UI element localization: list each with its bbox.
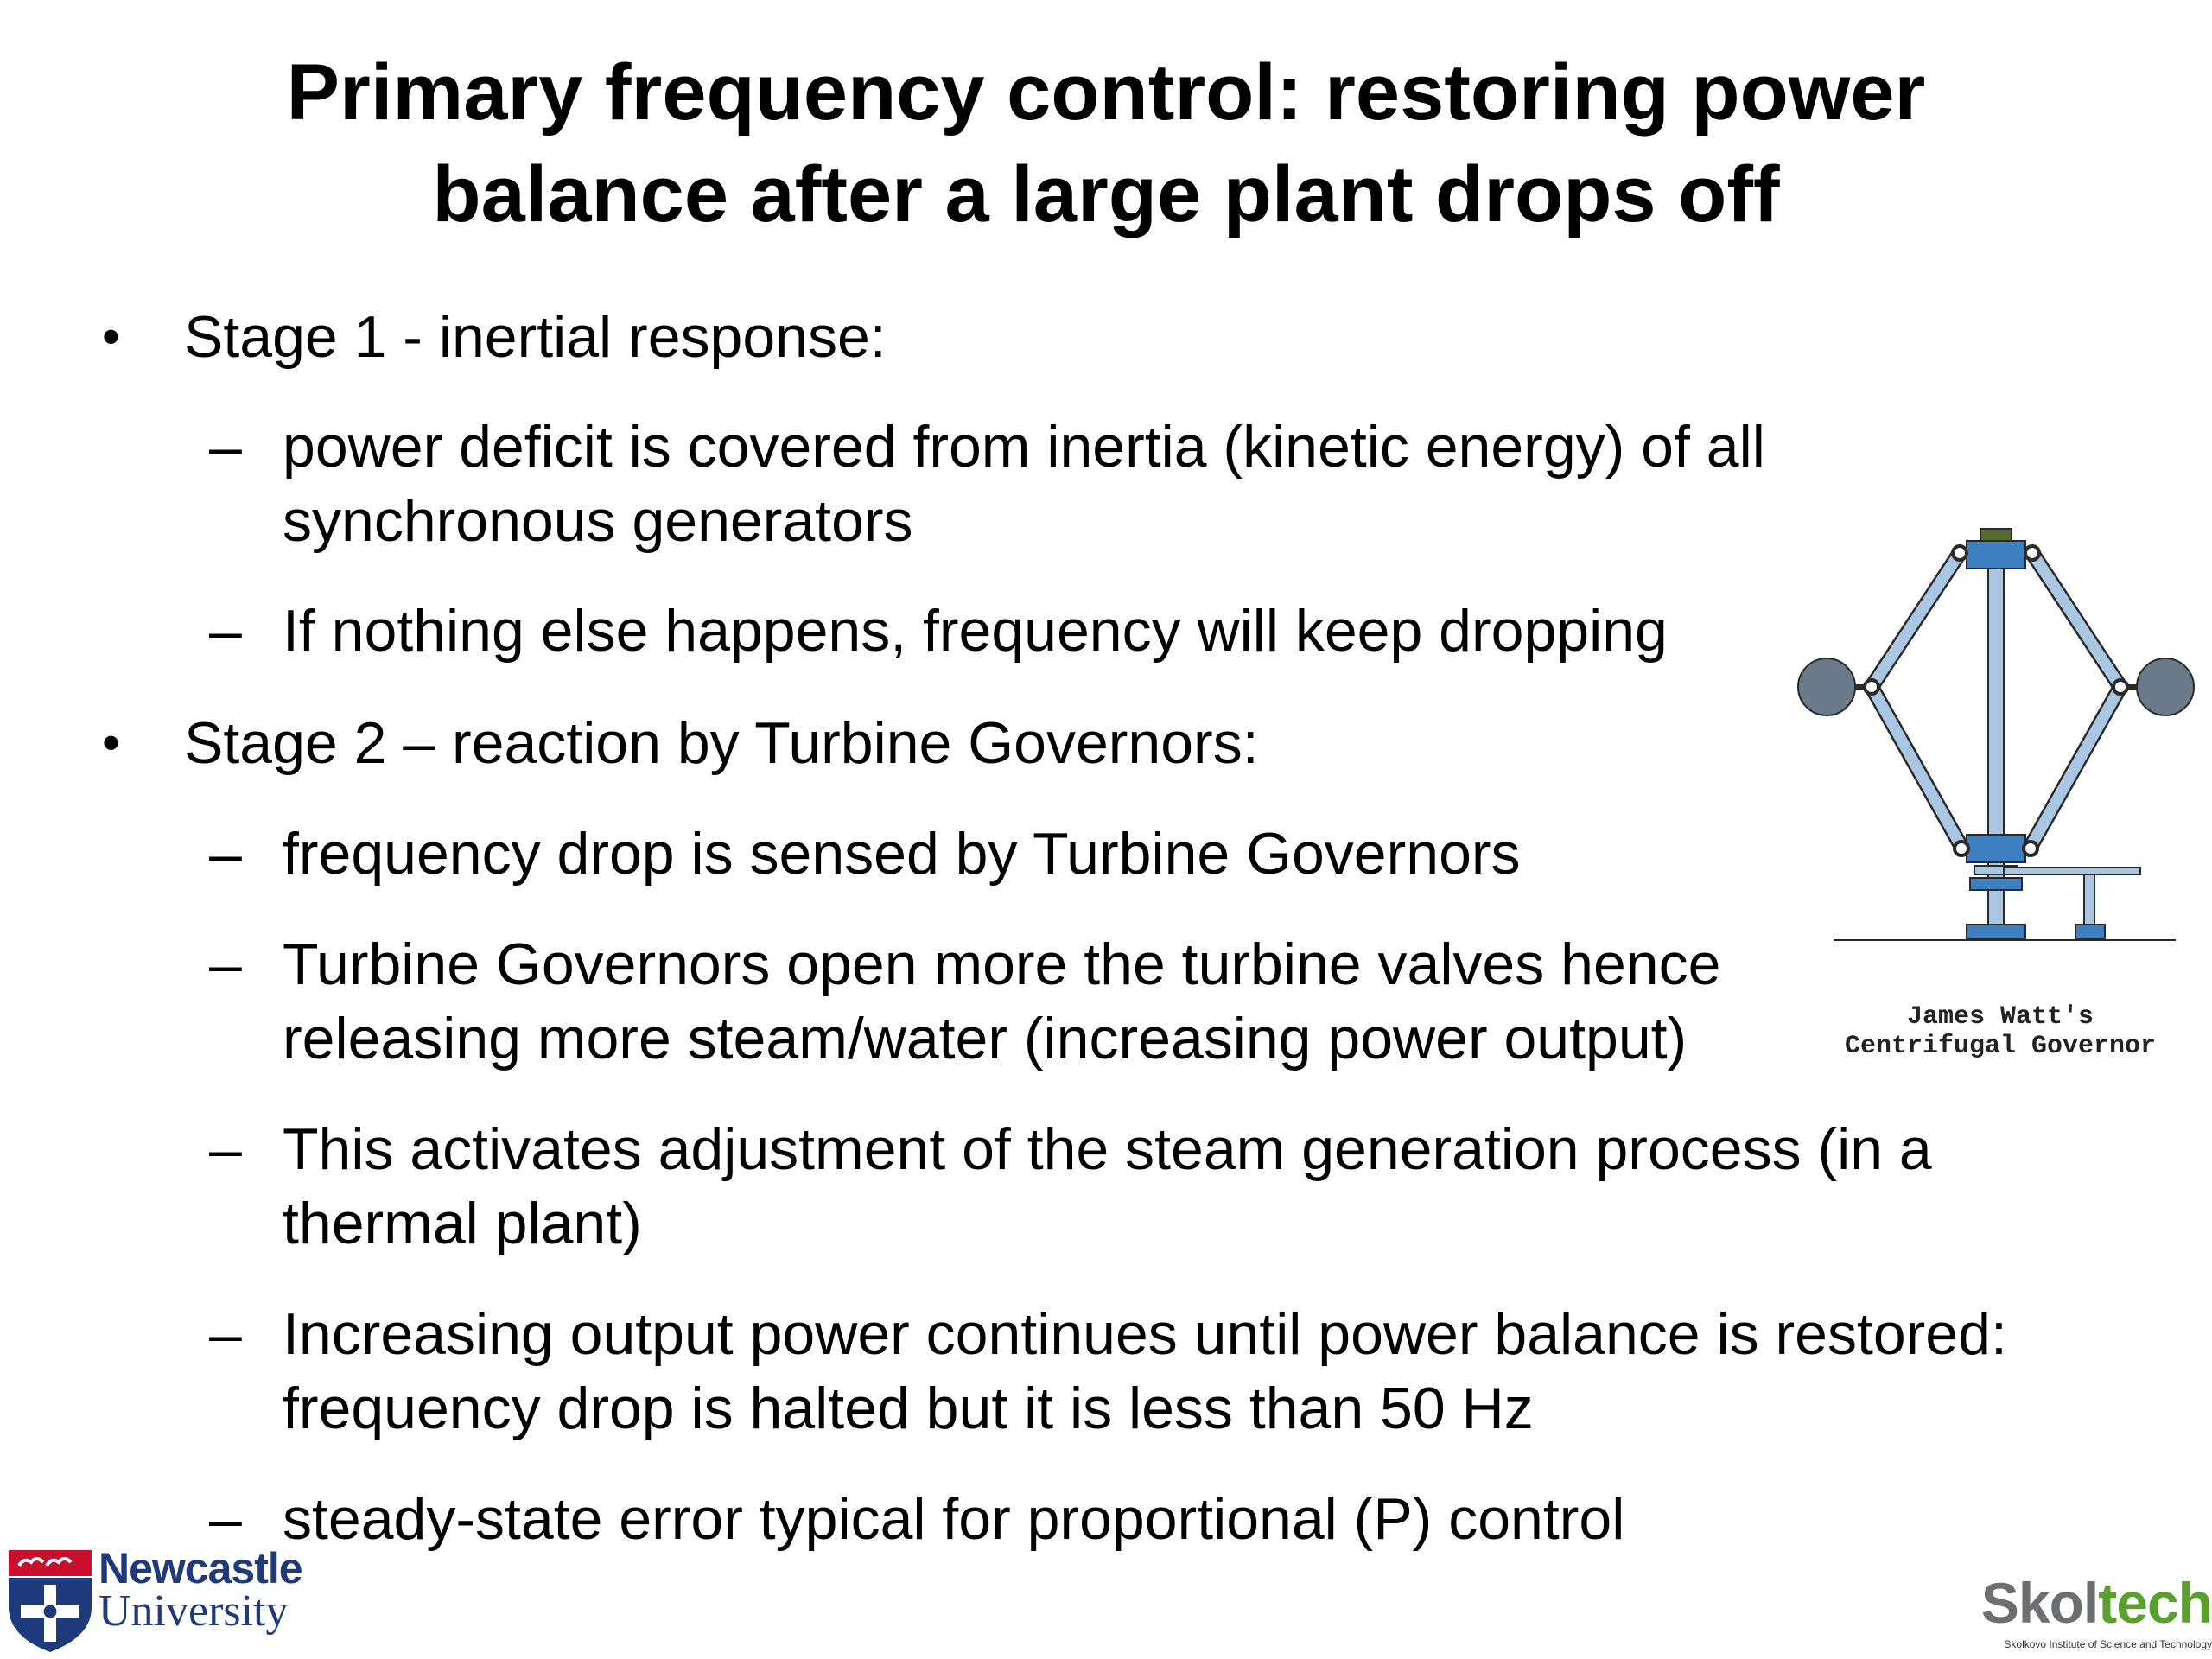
newcastle-wordmark: Newcastle University bbox=[99, 1544, 303, 1636]
sub-item-steady-state-error: – steady-state error typical for proport… bbox=[209, 1482, 1625, 1556]
illustration-caption: James Watt's Centrifugal Governor bbox=[1797, 1002, 2203, 1061]
dash-marker: – bbox=[209, 414, 242, 480]
dash-marker: – bbox=[209, 1116, 242, 1182]
dash-marker: – bbox=[209, 931, 242, 997]
bullet-marker: • bbox=[102, 714, 121, 772]
centrifugal-governor-illustration: James Watt's Centrifugal Governor bbox=[1797, 518, 2203, 1071]
sub-item-inertia: – power deficit is covered from inertia … bbox=[209, 410, 1765, 558]
caption-line-2: Centrifugal Governor bbox=[1844, 1032, 2157, 1061]
skoltech-wordmark: Skoltech bbox=[1944, 1573, 2212, 1633]
sub-item-text-line-1: frequency drop is sensed by Turbine Gove… bbox=[283, 821, 1521, 887]
sub-item-text-line-1: Increasing output power continues until … bbox=[283, 1301, 2007, 1367]
slide-title: Primary frequency control: restoring pow… bbox=[0, 41, 2212, 245]
skoltech-wordmark-part-1: Skol bbox=[1980, 1571, 2099, 1635]
sub-item-text-line-2: thermal plant) bbox=[283, 1191, 642, 1256]
newcastle-university-logo: Newcastle University bbox=[7, 1547, 335, 1655]
sub-item-keep-dropping: – If nothing else happens, frequency wil… bbox=[209, 594, 1668, 668]
sub-item-open-valves: – Turbine Governors open more the turbin… bbox=[209, 927, 1769, 1076]
sub-item-frequency-sensed: – frequency drop is sensed by Turbine Go… bbox=[209, 817, 1521, 891]
sub-item-steam-generation: – This activates adjustment of the steam… bbox=[209, 1112, 1932, 1261]
university-crest-icon bbox=[9, 1550, 92, 1652]
dash-marker: – bbox=[209, 1301, 242, 1367]
sub-item-text-line-1: power deficit is covered from inertia (k… bbox=[283, 414, 1765, 480]
slide-title-line-1: Primary frequency control: restoring pow… bbox=[286, 48, 1926, 137]
bullet-marker: • bbox=[102, 308, 121, 365]
slide-title-line-2: balance after a large plant drops off bbox=[432, 150, 1780, 238]
bullet-stage-2: • Stage 2 – reaction by Turbine Governor… bbox=[102, 706, 1259, 780]
bullet-stage-1: • Stage 1 - inertial response: bbox=[102, 300, 887, 374]
sub-item-text-line-2: releasing more steam/water (increasing p… bbox=[283, 1006, 1688, 1071]
skoltech-logo: Skoltech Skolkovo Institute of Science a… bbox=[1944, 1573, 2212, 1659]
sub-item-text-line-1: If nothing else happens, frequency will … bbox=[283, 598, 1668, 664]
bullet-stage-1-text: Stage 1 - inertial response: bbox=[184, 304, 887, 370]
sub-item-text-line-1: Turbine Governors open more the turbine … bbox=[283, 931, 1721, 997]
dash-marker: – bbox=[209, 821, 242, 887]
sub-item-text-line-1: steady-state error typical for proportio… bbox=[283, 1486, 1625, 1552]
skoltech-tagline: Skolkovo Institute of Science and Techno… bbox=[2004, 1638, 2212, 1650]
dash-marker: – bbox=[209, 1486, 242, 1552]
newcastle-wordmark-line-2: University bbox=[99, 1586, 289, 1636]
sub-item-text-line-1: This activates adjustment of the steam g… bbox=[283, 1116, 1932, 1182]
sub-item-balance-restored: – Increasing output power continues unti… bbox=[209, 1297, 2007, 1446]
sub-item-text-line-2: synchronous generators bbox=[283, 488, 913, 554]
dash-marker: – bbox=[209, 598, 242, 664]
centrifugal-governor-icon bbox=[1797, 528, 2195, 941]
skoltech-wordmark-part-2: tech bbox=[2098, 1571, 2212, 1635]
sub-item-text-line-2: frequency drop is halted but it is less … bbox=[283, 1376, 1534, 1441]
newcastle-wordmark-line-1: Newcastle bbox=[99, 1544, 303, 1592]
caption-line-1: James Watt's bbox=[1906, 1002, 2094, 1032]
bullet-stage-2-text: Stage 2 – reaction by Turbine Governors: bbox=[184, 710, 1259, 776]
